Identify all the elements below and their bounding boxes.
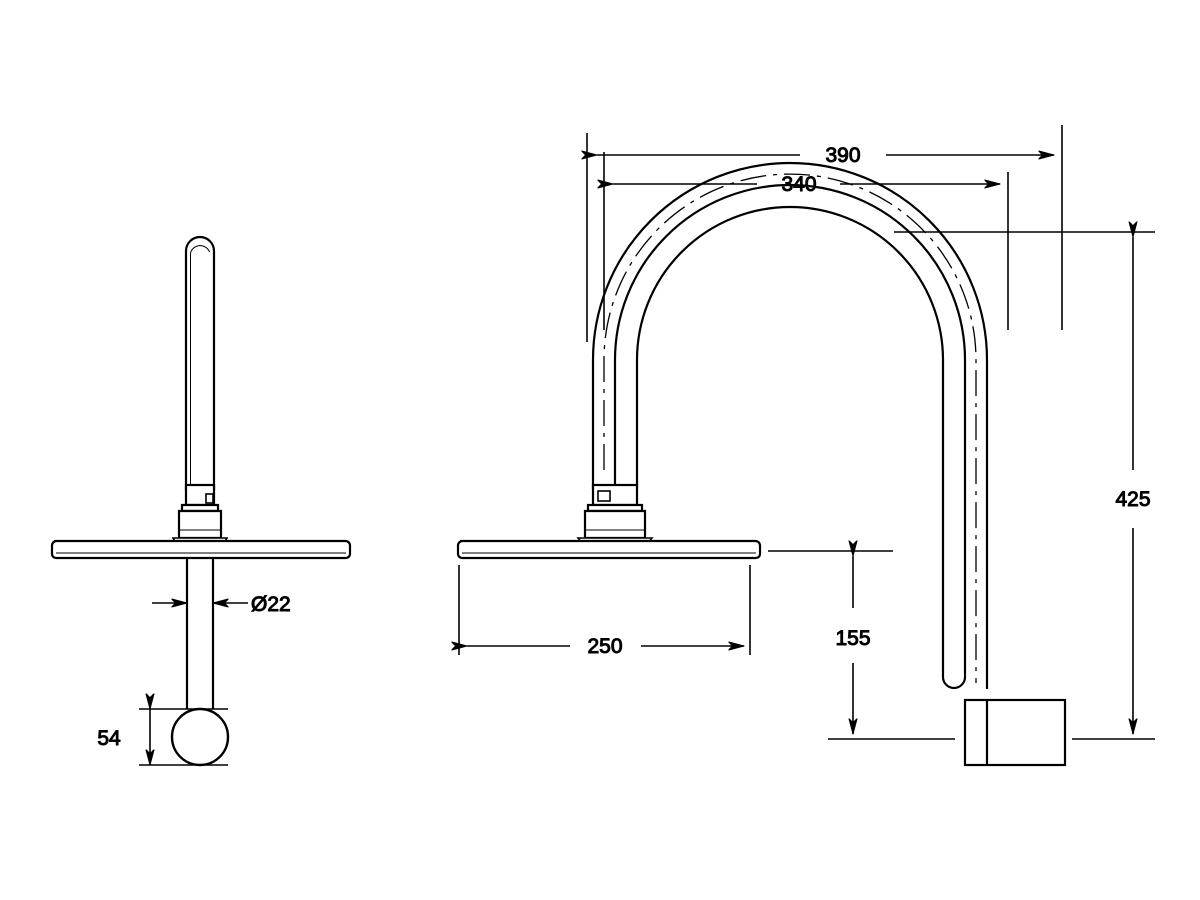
dimension-54 <box>139 709 228 766</box>
side-view-handle-knob <box>170 707 230 767</box>
front-view-gooseneck-centreline <box>603 173 977 683</box>
dimension-425 <box>894 232 1155 740</box>
front-view-wall-plate <box>456 539 762 560</box>
side-view-wall-plate <box>50 539 352 560</box>
dimension-155 <box>768 551 955 740</box>
dimension-label-155: 155 <box>835 627 870 650</box>
dimension-340 <box>604 152 1009 330</box>
front-view-geometry <box>456 161 1067 767</box>
dimension-label-390: 390 <box>825 144 860 167</box>
dimension-label-250: 250 <box>587 635 622 658</box>
front-view-outlet-block <box>963 698 1067 767</box>
dimension-label-54: 54 <box>97 727 121 750</box>
side-view-geometry <box>50 235 352 767</box>
dimension-250 <box>459 565 751 655</box>
side-view-riser-tube <box>184 235 216 491</box>
dimension-label-340: 340 <box>781 173 816 196</box>
dimension-390 <box>587 125 1063 342</box>
front-view-gooseneck-inner <box>613 183 967 690</box>
dimension-label-425: 425 <box>1115 488 1150 511</box>
front-view-gooseneck-outer <box>591 161 989 689</box>
dimension-label-d22: Ø22 <box>251 593 291 616</box>
side-view-drop-tube <box>185 558 215 709</box>
